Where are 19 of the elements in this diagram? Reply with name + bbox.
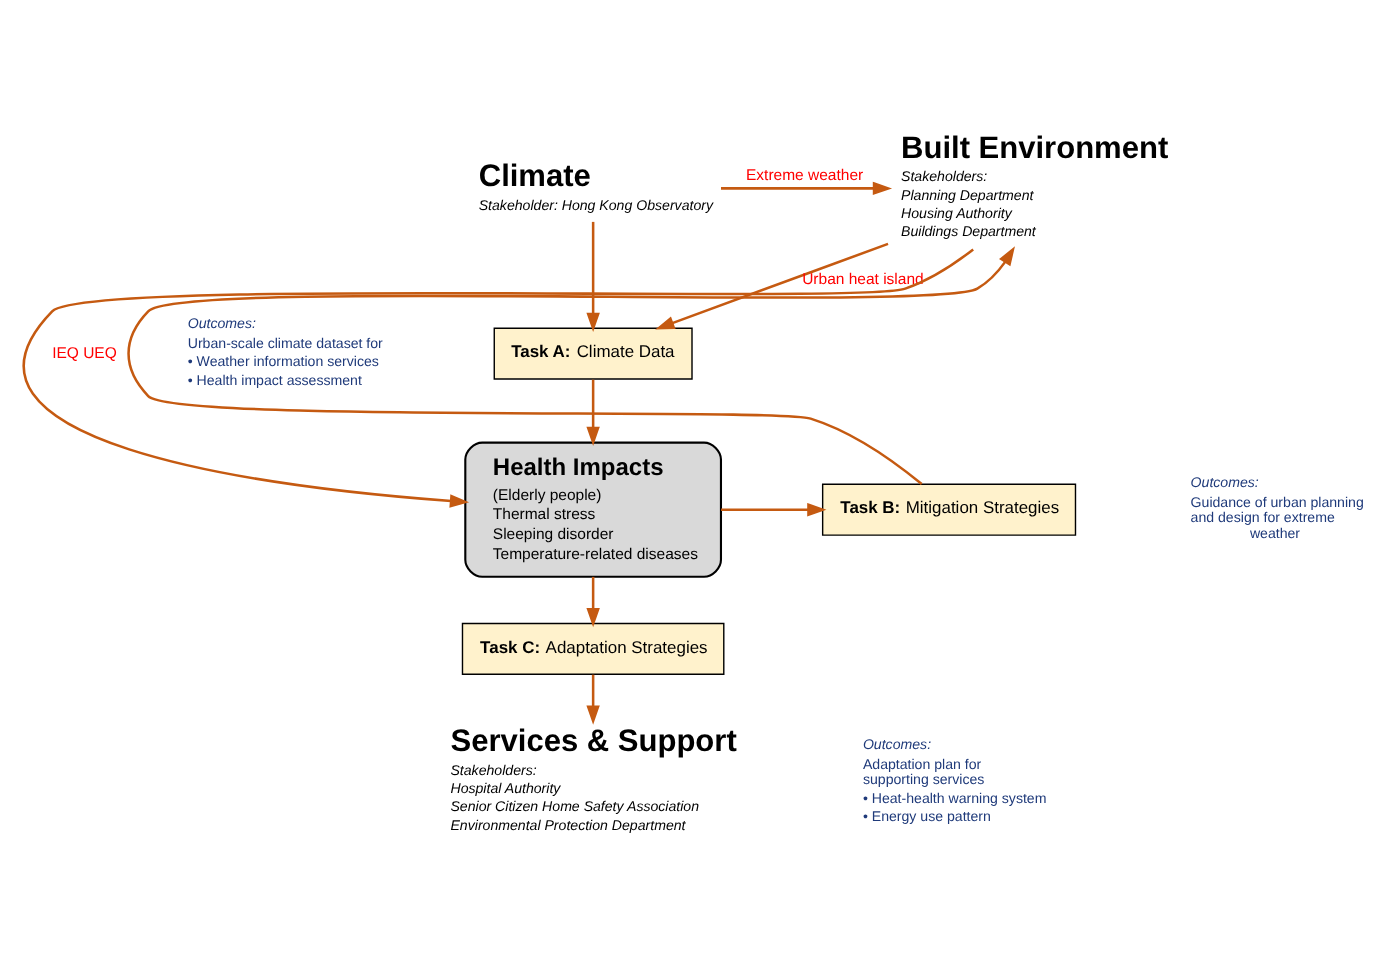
arrow	[128, 246, 1015, 486]
edge-label: IEQ UEQ	[52, 343, 117, 362]
node-box: Task A: Climate Data	[493, 327, 693, 380]
arrow	[655, 242, 889, 330]
edge-label: Urban heat island	[802, 270, 924, 289]
node-box: Task B: Mitigation Strategies	[821, 483, 1077, 536]
node-box: Health Impacts (Elderly people) Thermal stress Sleeping disorder Temperature-related diseases	[464, 441, 722, 578]
node-text: Services & Support	[450, 725, 737, 760]
node-text: Built Environment	[901, 132, 1169, 167]
arrow	[23, 248, 974, 508]
node-text: Climate	[478, 160, 591, 195]
arrow	[721, 502, 827, 517]
arrow	[586, 576, 600, 628]
edge-label: Extreme weather	[746, 165, 864, 184]
node-box: Task C: Adaptation Strategies	[461, 622, 725, 675]
arrow	[586, 674, 600, 725]
arrow	[721, 181, 893, 196]
arrow	[586, 221, 600, 332]
arrow	[586, 379, 600, 446]
